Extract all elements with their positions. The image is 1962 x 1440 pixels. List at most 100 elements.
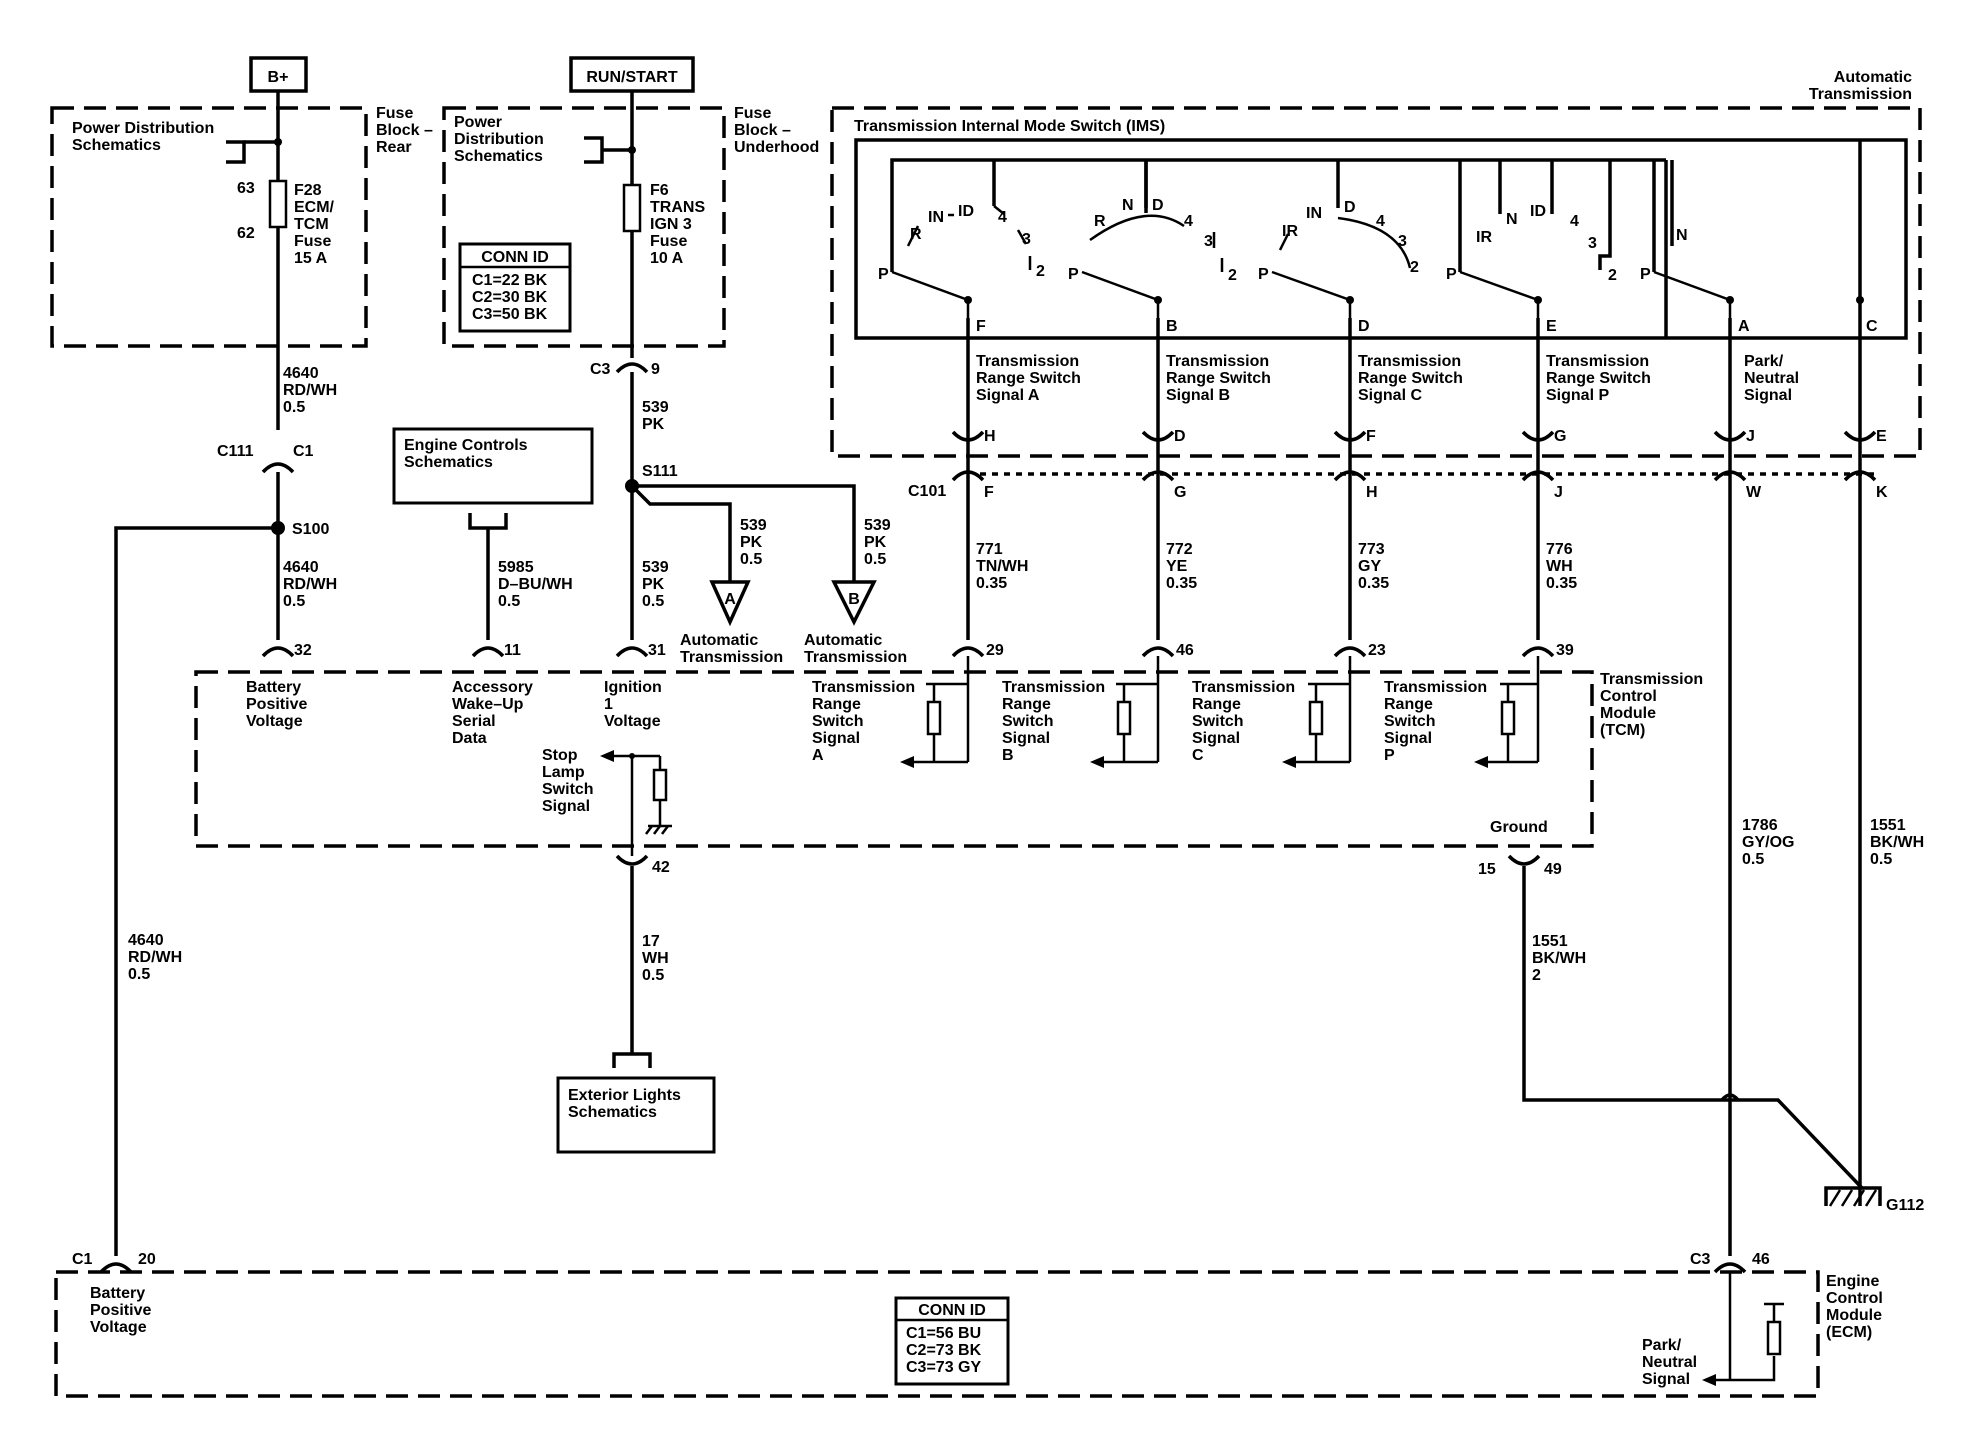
svg-text:P: P — [1384, 747, 1395, 764]
svg-text:A: A — [724, 591, 736, 608]
svg-text:Distribution: Distribution — [454, 131, 544, 148]
svg-text:23: 23 — [1368, 642, 1386, 659]
svg-text:Automatic: Automatic — [804, 632, 882, 649]
stop-lamp-circuit: 42 17 WH 0.5 Exterior Lights Schematics — [556, 854, 716, 1154]
svg-text:K: K — [1876, 484, 1888, 501]
svg-text:4: 4 — [1376, 213, 1385, 230]
svg-text:R: R — [910, 226, 922, 243]
svg-text:S100: S100 — [292, 521, 329, 538]
svg-text:G: G — [1554, 428, 1566, 445]
svg-text:Battery: Battery — [90, 1285, 145, 1302]
connector-c101: C101 H D F G J E F G H J W K — [908, 318, 1888, 1256]
svg-text:3: 3 — [1022, 231, 1031, 248]
svg-text:46: 46 — [1752, 1251, 1770, 1268]
svg-text:Control: Control — [1826, 1290, 1883, 1307]
svg-text:ID: ID — [1530, 203, 1546, 220]
svg-text:IN: IN — [928, 209, 944, 226]
svg-text:(ECM): (ECM) — [1826, 1324, 1872, 1341]
svg-text:C2=30 BK: C2=30 BK — [472, 289, 548, 306]
svg-text:Range Switch: Range Switch — [1546, 370, 1651, 387]
svg-text:Data: Data — [452, 730, 487, 747]
svg-text:WH: WH — [642, 950, 669, 967]
svg-text:A: A — [812, 747, 824, 764]
svg-text:Transmission: Transmission — [804, 649, 907, 666]
svg-text:C1: C1 — [293, 443, 314, 460]
svg-text:Block –: Block – — [734, 122, 791, 139]
svg-text:1: 1 — [604, 696, 613, 713]
svg-text:Signal: Signal — [542, 798, 590, 815]
svg-text:Wake–Up: Wake–Up — [452, 696, 524, 713]
svg-text:Switch: Switch — [812, 713, 864, 730]
svg-text:539: 539 — [740, 517, 767, 534]
svg-text:Underhood: Underhood — [734, 139, 819, 156]
svg-text:5985: 5985 — [498, 559, 534, 576]
svg-text:Stop: Stop — [542, 747, 578, 764]
svg-text:N: N — [1506, 211, 1518, 228]
svg-text:Accessory: Accessory — [452, 679, 533, 696]
svg-text:Voltage: Voltage — [604, 713, 661, 730]
arrow-left-icon — [900, 756, 914, 768]
svg-text:4640: 4640 — [283, 559, 319, 576]
svg-text:Transmission: Transmission — [1002, 679, 1105, 696]
svg-text:Transmission: Transmission — [1192, 679, 1295, 696]
svg-text:G: G — [1174, 484, 1186, 501]
svg-text:1551: 1551 — [1870, 817, 1906, 834]
svg-text:Schematics: Schematics — [404, 454, 493, 471]
svg-text:1786: 1786 — [1742, 817, 1778, 834]
svg-text:GY: GY — [1358, 558, 1381, 575]
svg-text:Positive: Positive — [90, 1302, 151, 1319]
svg-text:J: J — [1554, 484, 1563, 501]
svg-text:(TCM): (TCM) — [1600, 722, 1645, 739]
svg-text:Switch: Switch — [1192, 713, 1244, 730]
svg-text:Transmission: Transmission — [1546, 353, 1649, 370]
svg-text:C111: C111 — [217, 443, 254, 460]
svg-text:PK: PK — [740, 534, 763, 551]
svg-text:Fuse: Fuse — [734, 105, 771, 122]
svg-text:Transmission: Transmission — [976, 353, 1079, 370]
svg-text:2: 2 — [1410, 259, 1419, 276]
svg-text:N: N — [1122, 197, 1134, 214]
svg-text:773: 773 — [1358, 541, 1385, 558]
offpage-ref-a-icon: A — [709, 580, 751, 627]
tcm-input-range-p: Transmission Range Switch Signal P — [1384, 679, 1538, 768]
svg-text:B: B — [1002, 747, 1014, 764]
svg-text:49: 49 — [1544, 861, 1562, 878]
conn-id-table-fuse-block: CONN ID C1=22 BK C2=30 BK C3=50 BK — [458, 242, 572, 333]
svg-text:B+: B+ — [268, 69, 289, 86]
conn-id-table-ecm: CONN ID C1=56 BU C2=73 BK C3=73 GY — [894, 1296, 1010, 1386]
svg-text:Module: Module — [1826, 1307, 1882, 1324]
svg-text:D: D — [1174, 428, 1186, 445]
fuse-block-underhood: Power Distribution Schematics Fuse Block… — [442, 105, 819, 358]
svg-text:42: 42 — [652, 859, 670, 876]
svg-text:31: 31 — [648, 642, 666, 659]
svg-text:Voltage: Voltage — [90, 1319, 147, 1336]
pulldown-resistor-icon — [652, 768, 668, 802]
switch-p: P IR N ID 4 3 2 — [1446, 160, 1617, 318]
svg-text:S111: S111 — [642, 463, 678, 480]
svg-text:Signal: Signal — [1642, 1371, 1690, 1388]
svg-text:Fuse: Fuse — [650, 233, 687, 250]
svg-text:0.5: 0.5 — [283, 593, 305, 610]
svg-text:0.5: 0.5 — [1742, 851, 1764, 868]
arrow-left-icon — [1282, 756, 1296, 768]
svg-text:D: D — [1152, 197, 1164, 214]
svg-text:Automatic: Automatic — [680, 632, 758, 649]
svg-text:Signal B: Signal B — [1166, 387, 1230, 404]
svg-text:J: J — [1746, 428, 1755, 445]
svg-text:Range Switch: Range Switch — [1358, 370, 1463, 387]
svg-text:771: 771 — [976, 541, 1003, 558]
svg-text:IGN 3: IGN 3 — [650, 216, 692, 233]
svg-text:Transmission: Transmission — [1166, 353, 1269, 370]
svg-text:0.5: 0.5 — [642, 967, 664, 984]
svg-text:C: C — [1192, 747, 1204, 764]
svg-text:0.5: 0.5 — [128, 966, 150, 983]
svg-text:11: 11 — [504, 642, 521, 659]
engine-controls-ref: Engine Controls Schematics 5985 D–BU/WH … — [392, 427, 594, 659]
svg-text:Ground: Ground — [1490, 819, 1548, 836]
svg-text:62: 62 — [237, 225, 255, 242]
arrow-left-icon — [1702, 1374, 1716, 1386]
svg-text:Transmission: Transmission — [1358, 353, 1461, 370]
svg-text:Transmission Internal Mode Swi: Transmission Internal Mode Switch (IMS) — [854, 118, 1165, 135]
svg-text:Signal: Signal — [1384, 730, 1432, 747]
svg-text:F6: F6 — [650, 182, 669, 199]
